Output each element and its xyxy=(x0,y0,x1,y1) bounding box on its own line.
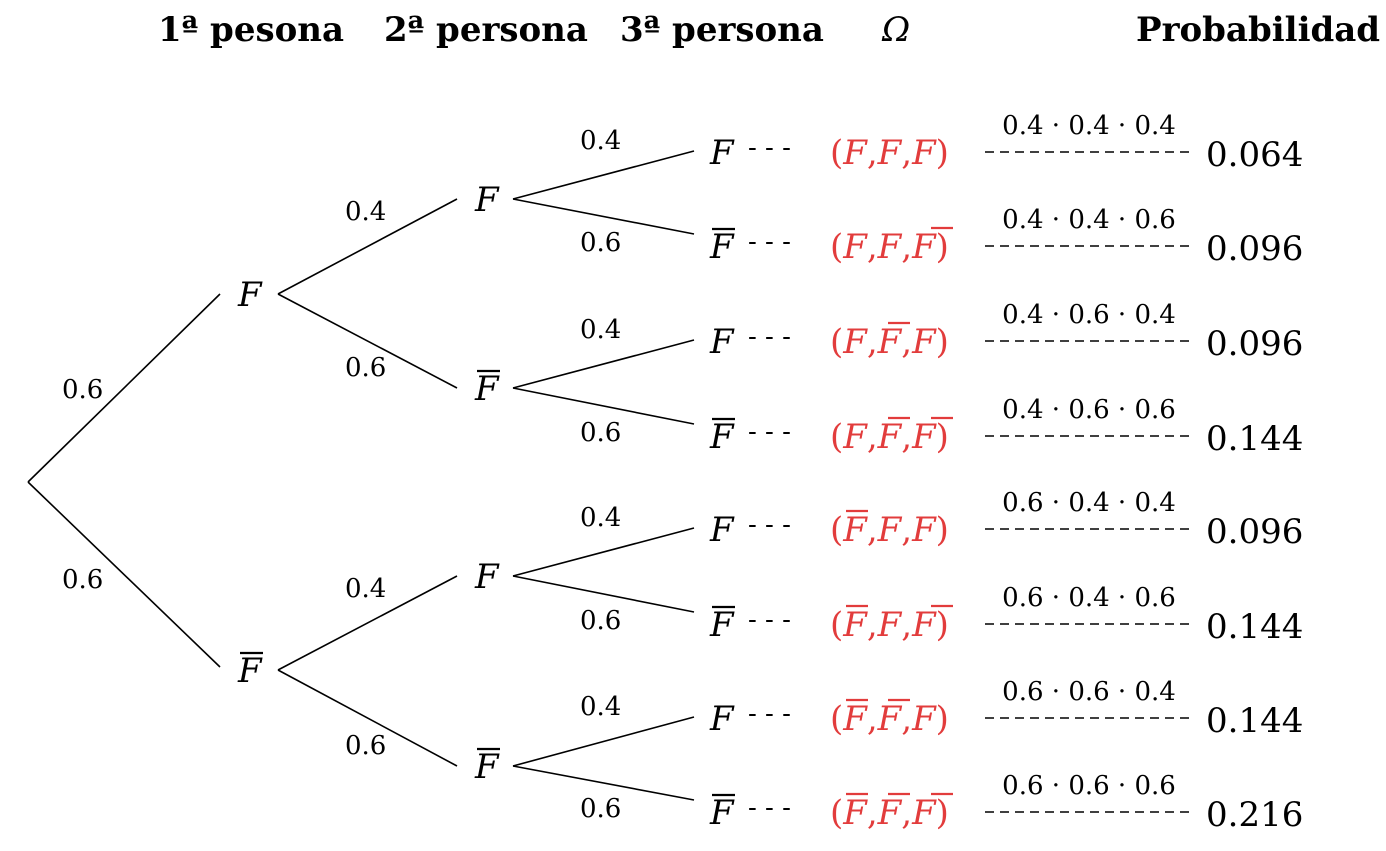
leader-dashes-3: - - - xyxy=(748,322,791,352)
leaf-node-7: F xyxy=(709,699,735,739)
result-value-8: 0.216 xyxy=(1206,795,1303,835)
outcome-4: (F,F,F) xyxy=(830,417,949,457)
outcome-2: (F,F,F) xyxy=(830,227,949,267)
outcome-8: (F,F,F) xyxy=(830,793,949,833)
branch-l2-2 xyxy=(277,293,458,389)
outcome-3: (F,F,F) xyxy=(830,322,949,362)
node-l2-3: F xyxy=(474,557,500,597)
node-l1-1: F xyxy=(237,275,263,315)
leader-dashes-8: - - - xyxy=(748,793,791,823)
prob-label-l2-3: 0.4 xyxy=(345,574,386,604)
prob-label-l3-1: 0.4 xyxy=(580,126,621,156)
leader-dashes-6: - - - xyxy=(748,605,791,635)
header-third-person: 3ª persona xyxy=(620,10,824,50)
branch-root-1 xyxy=(27,293,221,483)
prob-label-l2-4: 0.6 xyxy=(345,731,386,761)
calc-label-1: 0.4 · 0.4 · 0.4 xyxy=(1002,111,1176,141)
calc-label-7: 0.6 · 0.6 · 0.4 xyxy=(1002,677,1176,707)
result-value-7: 0.144 xyxy=(1206,701,1303,741)
leader-dashes-2: - - - xyxy=(748,227,791,257)
node-l2-1: F xyxy=(474,180,500,220)
result-value-5: 0.096 xyxy=(1206,512,1303,552)
branch-leaf-1 xyxy=(512,150,695,200)
calc-label-8: 0.6 · 0.6 · 0.6 xyxy=(1002,771,1176,801)
prob-label-l3-7: 0.4 xyxy=(580,692,621,722)
header-probability: Probabilidad xyxy=(1136,10,1381,50)
leaf-node-8: F xyxy=(709,793,735,833)
result-value-6: 0.144 xyxy=(1206,607,1303,647)
branch-root-2 xyxy=(27,481,221,668)
header-first-person: 1ª pesona xyxy=(158,10,345,50)
leaf-node-2: F xyxy=(709,227,735,267)
prob-label-l3-2: 0.6 xyxy=(580,228,621,258)
branch-leaf-2 xyxy=(512,198,695,235)
branch-leaf-4 xyxy=(512,387,695,425)
leaf-node-3: F xyxy=(709,322,735,362)
result-value-1: 0.064 xyxy=(1206,135,1303,175)
prob-label-l3-5: 0.4 xyxy=(580,503,621,533)
leaf-node-1: F xyxy=(709,133,735,173)
header-sample-space: Ω xyxy=(882,10,911,50)
leader-dashes-7: - - - xyxy=(748,699,791,729)
branch-l2-1 xyxy=(277,198,458,295)
leaf-node-5: F xyxy=(709,510,735,550)
prob-label-l3-6: 0.6 xyxy=(580,606,621,636)
prob-label-l1-1: 0.6 xyxy=(62,375,103,405)
branch-leaf-8 xyxy=(512,765,695,801)
branch-leaf-6 xyxy=(512,575,695,613)
node-l2-4: F xyxy=(474,747,500,787)
leaf-node-4: F xyxy=(709,417,735,457)
outcome-6: (F,F,F) xyxy=(830,605,949,645)
leaf-node-6: F xyxy=(709,605,735,645)
header-second-person: 2ª persona xyxy=(384,10,588,50)
node-l2-2: F xyxy=(474,369,500,409)
prob-label-l2-1: 0.4 xyxy=(345,197,386,227)
prob-label-l3-4: 0.6 xyxy=(580,418,621,448)
calc-label-2: 0.4 · 0.4 · 0.6 xyxy=(1002,205,1176,235)
branch-leaf-3 xyxy=(512,339,695,389)
branch-l2-3 xyxy=(277,575,458,671)
branch-leaf-5 xyxy=(512,527,695,577)
node-l1-2: F xyxy=(237,651,263,691)
prob-label-l3-8: 0.6 xyxy=(580,794,621,824)
prob-label-l2-2: 0.6 xyxy=(345,353,386,383)
prob-label-l3-3: 0.4 xyxy=(580,315,621,345)
result-value-2: 0.096 xyxy=(1206,229,1303,269)
calc-label-3: 0.4 · 0.6 · 0.4 xyxy=(1002,300,1176,330)
branch-leaf-7 xyxy=(512,716,695,767)
leader-dashes-5: - - - xyxy=(748,510,791,540)
branch-l2-4 xyxy=(277,669,458,767)
calc-label-5: 0.6 · 0.4 · 0.4 xyxy=(1002,488,1176,518)
leader-dashes-1: - - - xyxy=(748,133,791,163)
result-value-3: 0.096 xyxy=(1206,324,1303,364)
calc-label-4: 0.4 · 0.6 · 0.6 xyxy=(1002,395,1176,425)
leader-dashes-4: - - - xyxy=(748,417,791,447)
outcome-1: (F,F,F) xyxy=(830,133,949,173)
outcome-7: (F,F,F) xyxy=(830,699,949,739)
prob-label-l1-2: 0.6 xyxy=(62,565,103,595)
calc-label-6: 0.6 · 0.4 · 0.6 xyxy=(1002,583,1176,613)
result-value-4: 0.144 xyxy=(1206,419,1303,459)
outcome-5: (F,F,F) xyxy=(830,510,949,550)
